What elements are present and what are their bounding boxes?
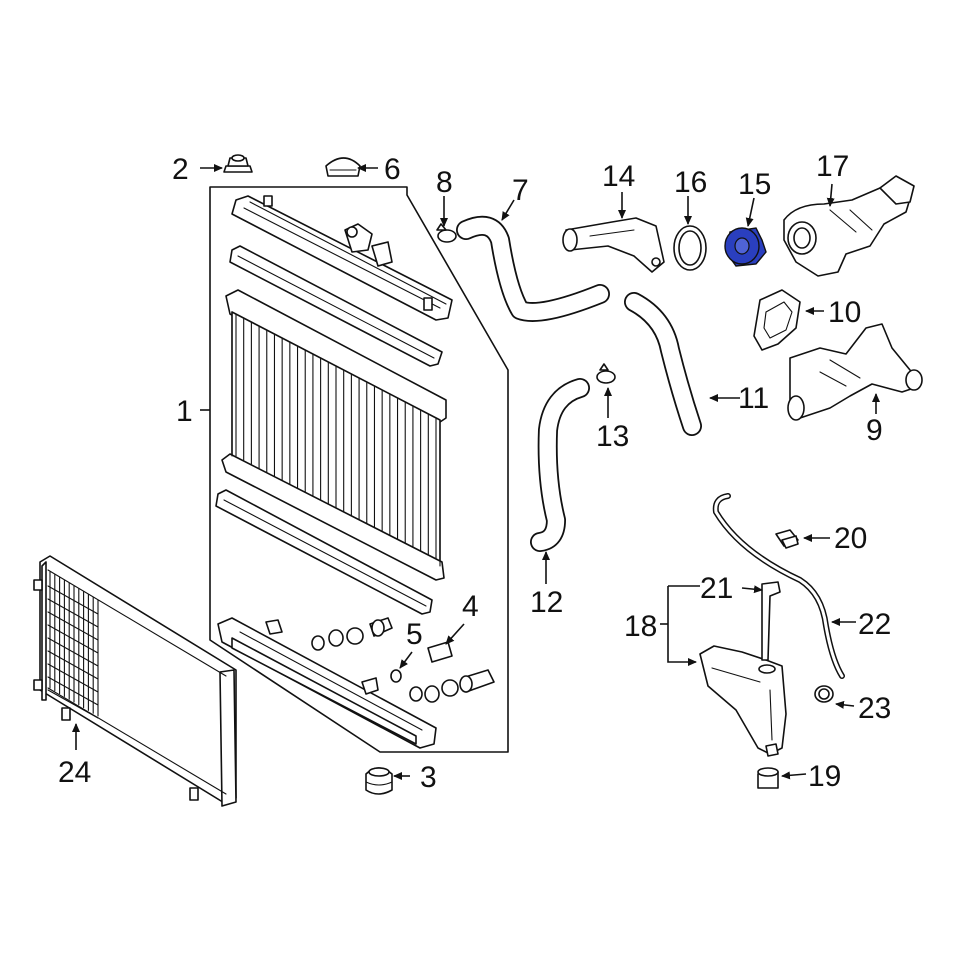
callout-2: 2 xyxy=(172,153,189,186)
callout-8: 8 xyxy=(436,166,453,199)
water-pipe-housing xyxy=(787,323,923,421)
lower-radiator-hose xyxy=(530,378,590,552)
reservoir-pipe xyxy=(761,581,781,661)
callout-18: 18 xyxy=(624,610,657,643)
coolant-reservoir xyxy=(699,645,787,757)
drain-plug-set xyxy=(311,617,495,703)
callout-13: 13 xyxy=(596,420,629,453)
reservoir-cap xyxy=(757,767,779,789)
callout-5: 5 xyxy=(406,618,423,651)
callout-23: 23 xyxy=(858,692,891,725)
radiator-hose-11 xyxy=(624,292,702,436)
radiator-upper-tank xyxy=(231,195,453,321)
radiator-assembly-bracket xyxy=(209,186,509,753)
callout-15: 15 xyxy=(738,168,771,201)
ac-condenser xyxy=(33,555,237,807)
radiator-lower-tank xyxy=(217,617,437,749)
callout-4: 4 xyxy=(462,590,479,623)
radiator-mount-grommet xyxy=(365,767,393,795)
callout-17: 17 xyxy=(816,150,849,183)
callout-22: 22 xyxy=(858,608,891,641)
callout-21: 21 xyxy=(700,572,733,605)
callout-7: 7 xyxy=(512,174,529,207)
callout-3: 3 xyxy=(420,761,437,794)
overflow-hose xyxy=(712,493,845,679)
upper-radiator-hose xyxy=(456,215,610,322)
water-outlet-gasket xyxy=(753,289,801,351)
radiator-core xyxy=(221,289,447,581)
callout-20: 20 xyxy=(834,522,867,555)
callout-16: 16 xyxy=(674,166,707,199)
hose-clamp-13 xyxy=(596,363,616,384)
radiator-cap xyxy=(223,154,253,173)
callout-10: 10 xyxy=(828,296,861,329)
callout-19: 19 xyxy=(808,760,841,793)
callout-24: 24 xyxy=(58,756,91,789)
callout-11: 11 xyxy=(738,382,769,415)
filler-neck-cap xyxy=(325,157,361,177)
callout-9: 9 xyxy=(866,414,883,447)
radiator-upper-seal xyxy=(229,245,443,367)
reservoir-mount-bolt xyxy=(775,529,799,549)
hose-clamp-8 xyxy=(436,223,457,243)
thermostat xyxy=(724,227,767,267)
hose-clamp-23 xyxy=(814,685,834,703)
callout-12: 12 xyxy=(530,586,563,619)
thermostat-gasket xyxy=(673,225,707,271)
callout-1: 1 xyxy=(176,395,193,428)
callout-14: 14 xyxy=(602,160,635,193)
water-outlet-housing xyxy=(783,175,915,277)
water-inlet-pipe xyxy=(562,217,665,273)
callout-6: 6 xyxy=(384,153,401,186)
callout-arrows xyxy=(72,164,880,780)
